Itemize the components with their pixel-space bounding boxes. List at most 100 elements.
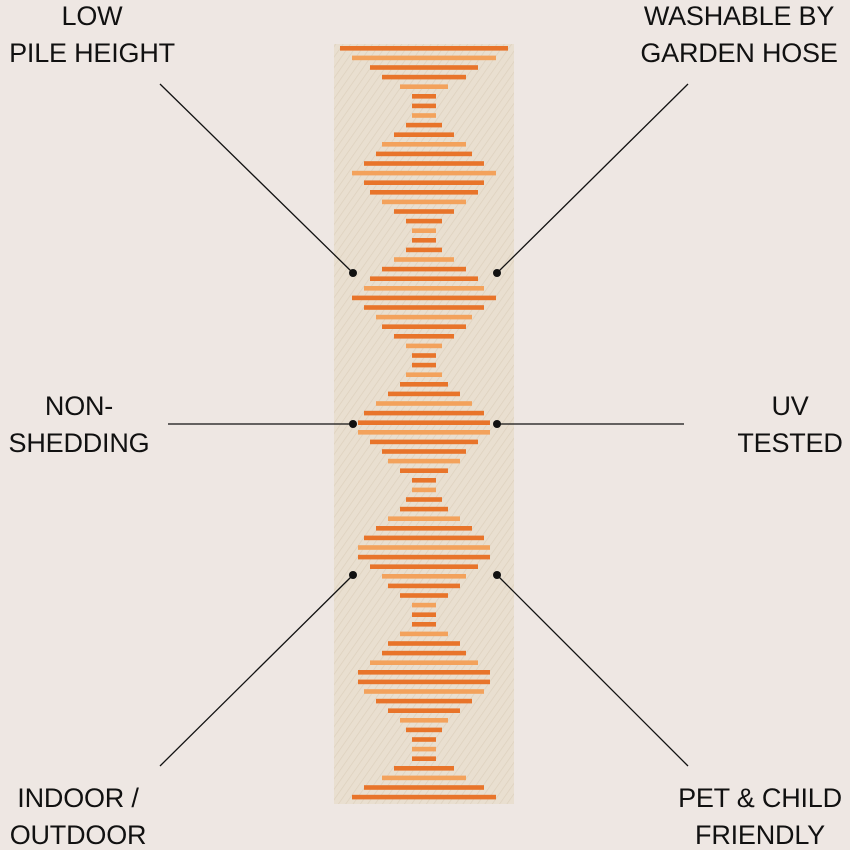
rug-stripe — [352, 55, 496, 61]
rug-stripe — [370, 660, 478, 665]
callout-line-indoor — [159, 574, 354, 767]
rug-stripe — [412, 737, 436, 742]
rug-stripe — [376, 401, 472, 406]
rug-stripe — [352, 170, 496, 176]
rug-stripe — [358, 554, 490, 560]
rug-stripe — [412, 487, 436, 493]
rug-stripe — [358, 430, 490, 435]
rug-stripe — [394, 257, 454, 262]
feature-label-line: PET & CHILD — [678, 783, 842, 813]
rug-stripe — [388, 391, 460, 397]
rug-stripe — [400, 468, 448, 473]
rug-stripe — [370, 439, 478, 445]
rug-stripe — [388, 458, 460, 464]
rug-stripe — [364, 410, 484, 416]
rug-stripe — [382, 199, 466, 205]
feature-label-line: WASHABLE BY — [643, 1, 835, 31]
rug-stripe — [382, 74, 466, 80]
rug-stripe — [400, 382, 448, 387]
rug-stripe — [412, 612, 436, 617]
rug-stripe — [412, 103, 436, 109]
feature-label-indoor-outdoor: INDOOR / OUTDOOR — [0, 780, 156, 850]
callout-lines — [159, 83, 689, 767]
rug-stripe — [370, 190, 478, 195]
rug-stripe — [412, 113, 436, 118]
rug-stripe — [412, 478, 436, 483]
rug-stripe — [400, 593, 448, 598]
callout-dot-washable — [493, 269, 501, 277]
feature-label-washable: WASHABLE BY GARDEN HOSE — [626, 0, 850, 72]
rug-stripe — [376, 698, 472, 704]
feature-label-line: TESTED — [737, 428, 843, 458]
rug-stripe — [388, 708, 460, 713]
rug-stripe — [364, 305, 484, 310]
rug-stripe — [358, 670, 490, 675]
feature-label-line: UV — [771, 391, 809, 421]
rug-stripe — [364, 180, 484, 185]
callout-dot-non-shedding — [349, 420, 357, 428]
rug-stripe — [358, 545, 490, 550]
callout-dot-uv — [493, 420, 501, 428]
rug-stripe — [382, 775, 466, 781]
rug-stripe — [394, 132, 454, 137]
feature-label-non-shedding: NON- SHEDDING — [0, 388, 158, 462]
rug-stripe — [382, 142, 466, 147]
feature-label-pet-child-friendly: PET & CHILD FRIENDLY — [670, 780, 850, 850]
rug-stripe — [382, 449, 466, 454]
feature-label-line: NON- — [44, 391, 114, 421]
rug-stripe — [370, 564, 478, 569]
feature-label-line: SHEDDING — [8, 428, 150, 458]
rug-stripe — [364, 286, 484, 291]
rug-stripe — [364, 535, 484, 541]
rug-stripe — [400, 506, 448, 512]
callout-dot-indoor — [349, 571, 357, 579]
rug-stripe — [382, 266, 466, 272]
feature-label-line: INDOOR / — [17, 783, 139, 813]
rug-stripe — [382, 574, 466, 579]
rug-stripe — [400, 84, 448, 89]
rug-stripe — [400, 631, 448, 637]
callout-dot-low-pile — [349, 269, 357, 277]
feature-label-uv-tested: UV TESTED — [730, 388, 850, 462]
rug-stripe — [406, 727, 442, 733]
rug-stripe — [412, 622, 436, 627]
rug-stripe — [412, 94, 436, 99]
rug-stripe — [352, 295, 496, 301]
rug-stripe — [364, 161, 484, 166]
feature-label-line: FRIENDLY — [695, 820, 825, 850]
rug-stripe — [382, 650, 466, 656]
rug-stripe — [388, 516, 460, 521]
diamond-stripe-pattern — [340, 46, 508, 800]
rug-stripe — [412, 353, 436, 358]
rug-stripe — [364, 689, 484, 694]
rug-stripe — [376, 151, 472, 157]
rug-stripe — [394, 334, 454, 339]
feature-label-low-pile-height: LOW PILE HEIGHT — [0, 0, 184, 72]
rug-stripe — [376, 314, 472, 320]
rug-stripe — [412, 746, 436, 752]
rug-stripe — [370, 276, 478, 281]
rug-stripe — [406, 343, 442, 349]
rug-stripe — [412, 238, 436, 243]
callout-line-washable — [496, 83, 689, 274]
rug-stripe — [406, 218, 442, 224]
rug-stripe — [376, 526, 472, 531]
rug-stripe — [382, 324, 466, 329]
rug-stripe — [406, 247, 442, 253]
rug-stripe — [412, 602, 436, 608]
rug-stripe — [400, 718, 448, 723]
rug-stripe — [340, 46, 508, 51]
rug-stripe — [358, 420, 490, 425]
rug-stripe — [394, 766, 454, 771]
rug-stripe — [352, 794, 496, 800]
feature-label-line: OUTDOOR — [9, 820, 147, 850]
callout-line-pet — [496, 574, 689, 767]
rug-stripe — [364, 785, 484, 790]
rug-stripe — [406, 372, 442, 377]
rug-stripe — [412, 228, 436, 233]
feature-label-line: LOW — [61, 1, 123, 31]
callout-line-low-pile — [159, 83, 354, 274]
rug-stripe — [388, 583, 460, 589]
